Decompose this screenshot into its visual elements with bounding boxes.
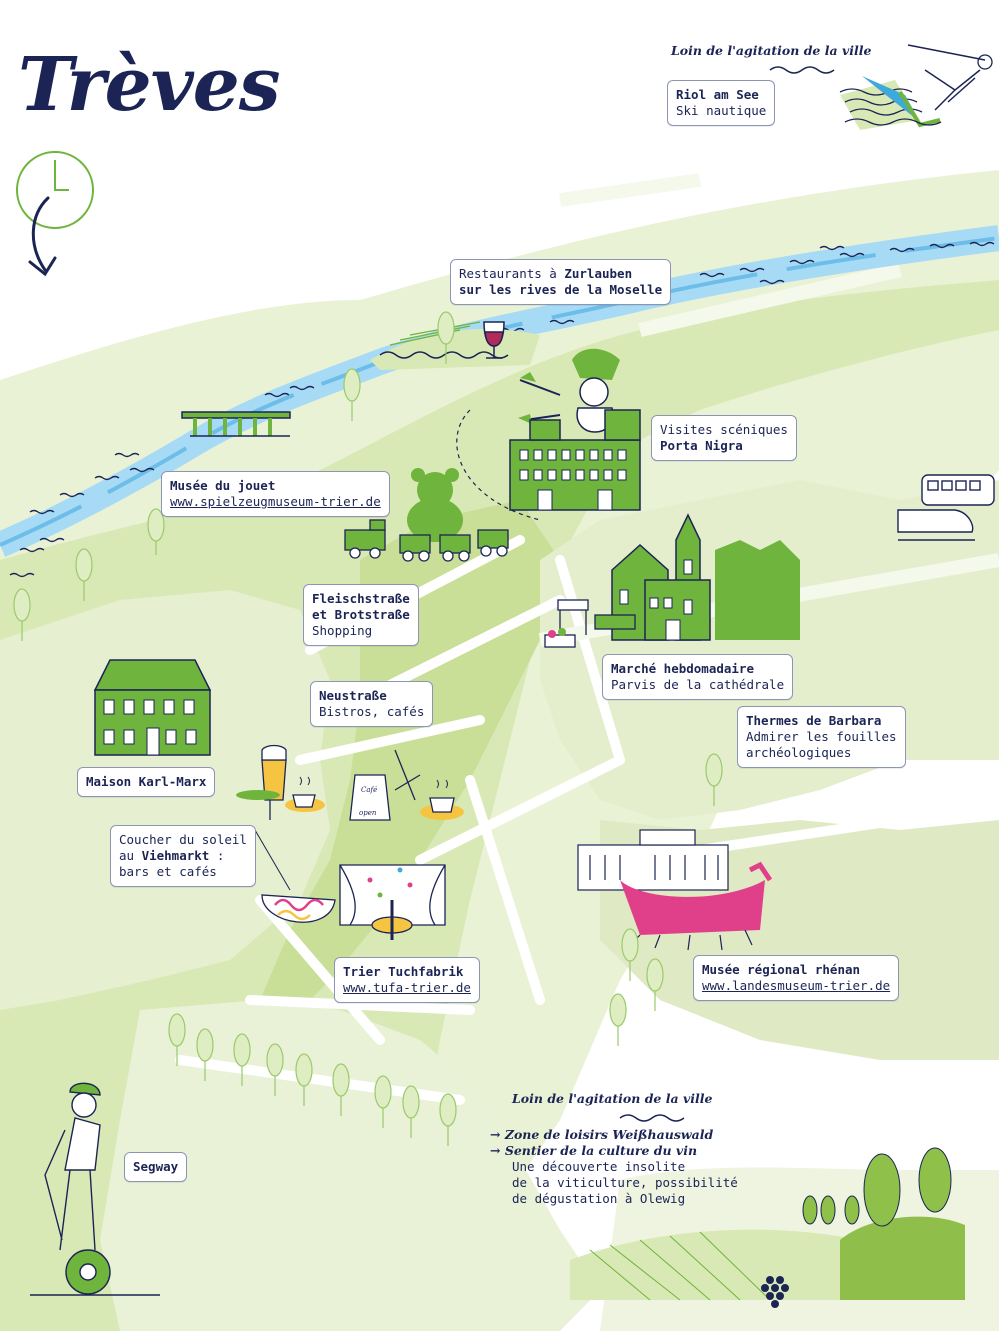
wave-ornament-icon	[619, 1114, 685, 1122]
segway-rider-icon	[30, 1082, 160, 1296]
getaway-description-3: de dégustation à Olewig	[512, 1191, 686, 1206]
getaway-heading-bottom: Loin de l'agitation de la ville	[512, 1091, 713, 1106]
cafe-sign-open: open	[359, 809, 377, 817]
label-toy-museum-line1: Musée du jouet	[170, 478, 276, 493]
porta-nigra-icon	[509, 409, 641, 511]
label-barbara-line2: Admirer les fouilles	[746, 729, 897, 744]
label-porta-nigra[interactable]: Visites scéniques Porta Nigra	[651, 415, 797, 461]
roman-soldier-icon	[456, 348, 620, 521]
link-tufa[interactable]: www.tufa-trier.de	[343, 980, 471, 995]
label-landesmuseum-line1: Musée régional rhénan	[702, 962, 861, 977]
getaway-item-wine-trail[interactable]: → Sentier de la culture du vin	[490, 1143, 698, 1158]
label-neustrasse[interactable]: Neustraße Bistros, cafés	[310, 681, 434, 727]
bridge-icon	[181, 411, 291, 437]
label-landesmuseum[interactable]: Musée régional rhénan www.landesmuseum-t…	[693, 955, 900, 1001]
wine-glass-icon	[483, 321, 505, 359]
museum-building-icon	[577, 829, 729, 891]
karl-marx-house-icon	[93, 659, 212, 756]
beer-glass-icon	[236, 744, 287, 820]
label-segway-line1: Segway	[133, 1159, 179, 1174]
label-porta-nigra-line2: Porta Nigra	[660, 438, 743, 453]
label-fleischstrasse-line1: Fleischstraße	[312, 591, 410, 606]
coffee-cup-icon	[285, 776, 325, 812]
page-title: Trèves	[18, 42, 280, 128]
label-riol-place: Riol am See	[676, 87, 759, 102]
teddy-bear-icon	[407, 468, 463, 542]
label-barbara-line1: Thermes de Barbara	[746, 713, 882, 728]
getaway-heading-top: Loin de l'agitation de la ville	[671, 43, 872, 58]
vineyard-hills-icon	[570, 1147, 965, 1301]
train-icon	[897, 509, 975, 541]
label-zurlauben[interactable]: Restaurants à Zurlauben sur les rives de…	[450, 259, 672, 305]
link-toy-museum[interactable]: www.spielzeugmuseum-trier.de	[170, 494, 381, 509]
label-segway[interactable]: Segway	[124, 1152, 188, 1182]
arrow-right-icon: →	[490, 1127, 505, 1142]
label-neustrasse-line1: Neustraße	[319, 688, 387, 703]
theatre-stage-icon	[339, 864, 446, 940]
label-neustrasse-line2: Bistros, cafés	[319, 704, 425, 719]
cafe-sign-icon: Café open	[349, 749, 421, 821]
arrow-down-icon	[28, 196, 57, 277]
label-weekly-market[interactable]: Marché hebdomadaire Parvis de la cathédr…	[602, 654, 794, 700]
getaway-description-2: de la viticulture, possibilité	[512, 1175, 738, 1190]
getaway-item-weisshauswald[interactable]: → Zone de loisirs Weißhauswald	[490, 1127, 714, 1142]
bus-icon	[921, 474, 995, 506]
link-landesmuseum[interactable]: www.landesmuseum-trier.de	[702, 978, 891, 993]
label-barbara-baths[interactable]: Thermes de Barbara Admirer les fouilles …	[737, 706, 906, 768]
cafe-sign-text: Café	[361, 786, 377, 794]
label-tufa-line1: Trier Tuchfabrik	[343, 964, 464, 979]
label-barbara-line3: archéologiques	[746, 745, 852, 760]
label-fleischstrasse[interactable]: Fleischstraße et Brotstraße Shopping	[303, 584, 419, 646]
label-tufa[interactable]: Trier Tuchfabrik www.tufa-trier.de	[334, 957, 480, 1003]
label-porta-nigra-line1: Visites scéniques	[660, 422, 788, 437]
label-fleischstrasse-line3: Shopping	[312, 623, 373, 638]
label-viehmarkt-line1: Coucher du soleil	[119, 832, 247, 847]
label-riol-am-see[interactable]: Riol am See Ski nautique	[667, 80, 776, 126]
label-toy-museum[interactable]: Musée du jouet www.spielzeugmuseum-trier…	[161, 471, 390, 517]
clock-icon	[16, 151, 94, 229]
label-zurlauben-line1: Restaurants à Zurlauben	[459, 266, 633, 281]
label-karl-marx-house[interactable]: Maison Karl-Marx	[77, 767, 216, 797]
label-viehmarkt-line3: bars et cafés	[119, 864, 217, 879]
label-zurlauben-line2: sur les rives de la Moselle	[459, 282, 663, 297]
arrow-right-icon: →	[490, 1143, 505, 1158]
market-stall-icon	[544, 599, 636, 648]
label-karl-marx-line1: Maison Karl-Marx	[86, 774, 207, 789]
grape-icon	[761, 1276, 789, 1308]
toy-train-icon	[344, 519, 509, 562]
coffee-cup-icon	[420, 779, 464, 820]
wave-ornament-icon	[769, 66, 835, 74]
label-fleischstrasse-line2: et Brotstraße	[312, 607, 410, 622]
sunset-bowl-icon	[254, 829, 336, 923]
label-viehmarkt[interactable]: Coucher du soleil au Viehmarkt : bars et…	[110, 825, 256, 887]
label-market-line1: Marché hebdomadaire	[611, 661, 754, 676]
tree-icon	[13, 311, 723, 1146]
label-riol-activity: Ski nautique	[676, 103, 767, 118]
getaway-description-1: Une découverte insolite	[512, 1159, 686, 1174]
water-skier-icon	[839, 44, 993, 130]
label-viehmarkt-line2: au Viehmarkt :	[119, 848, 225, 863]
label-market-line2: Parvis de la cathédrale	[611, 677, 785, 692]
